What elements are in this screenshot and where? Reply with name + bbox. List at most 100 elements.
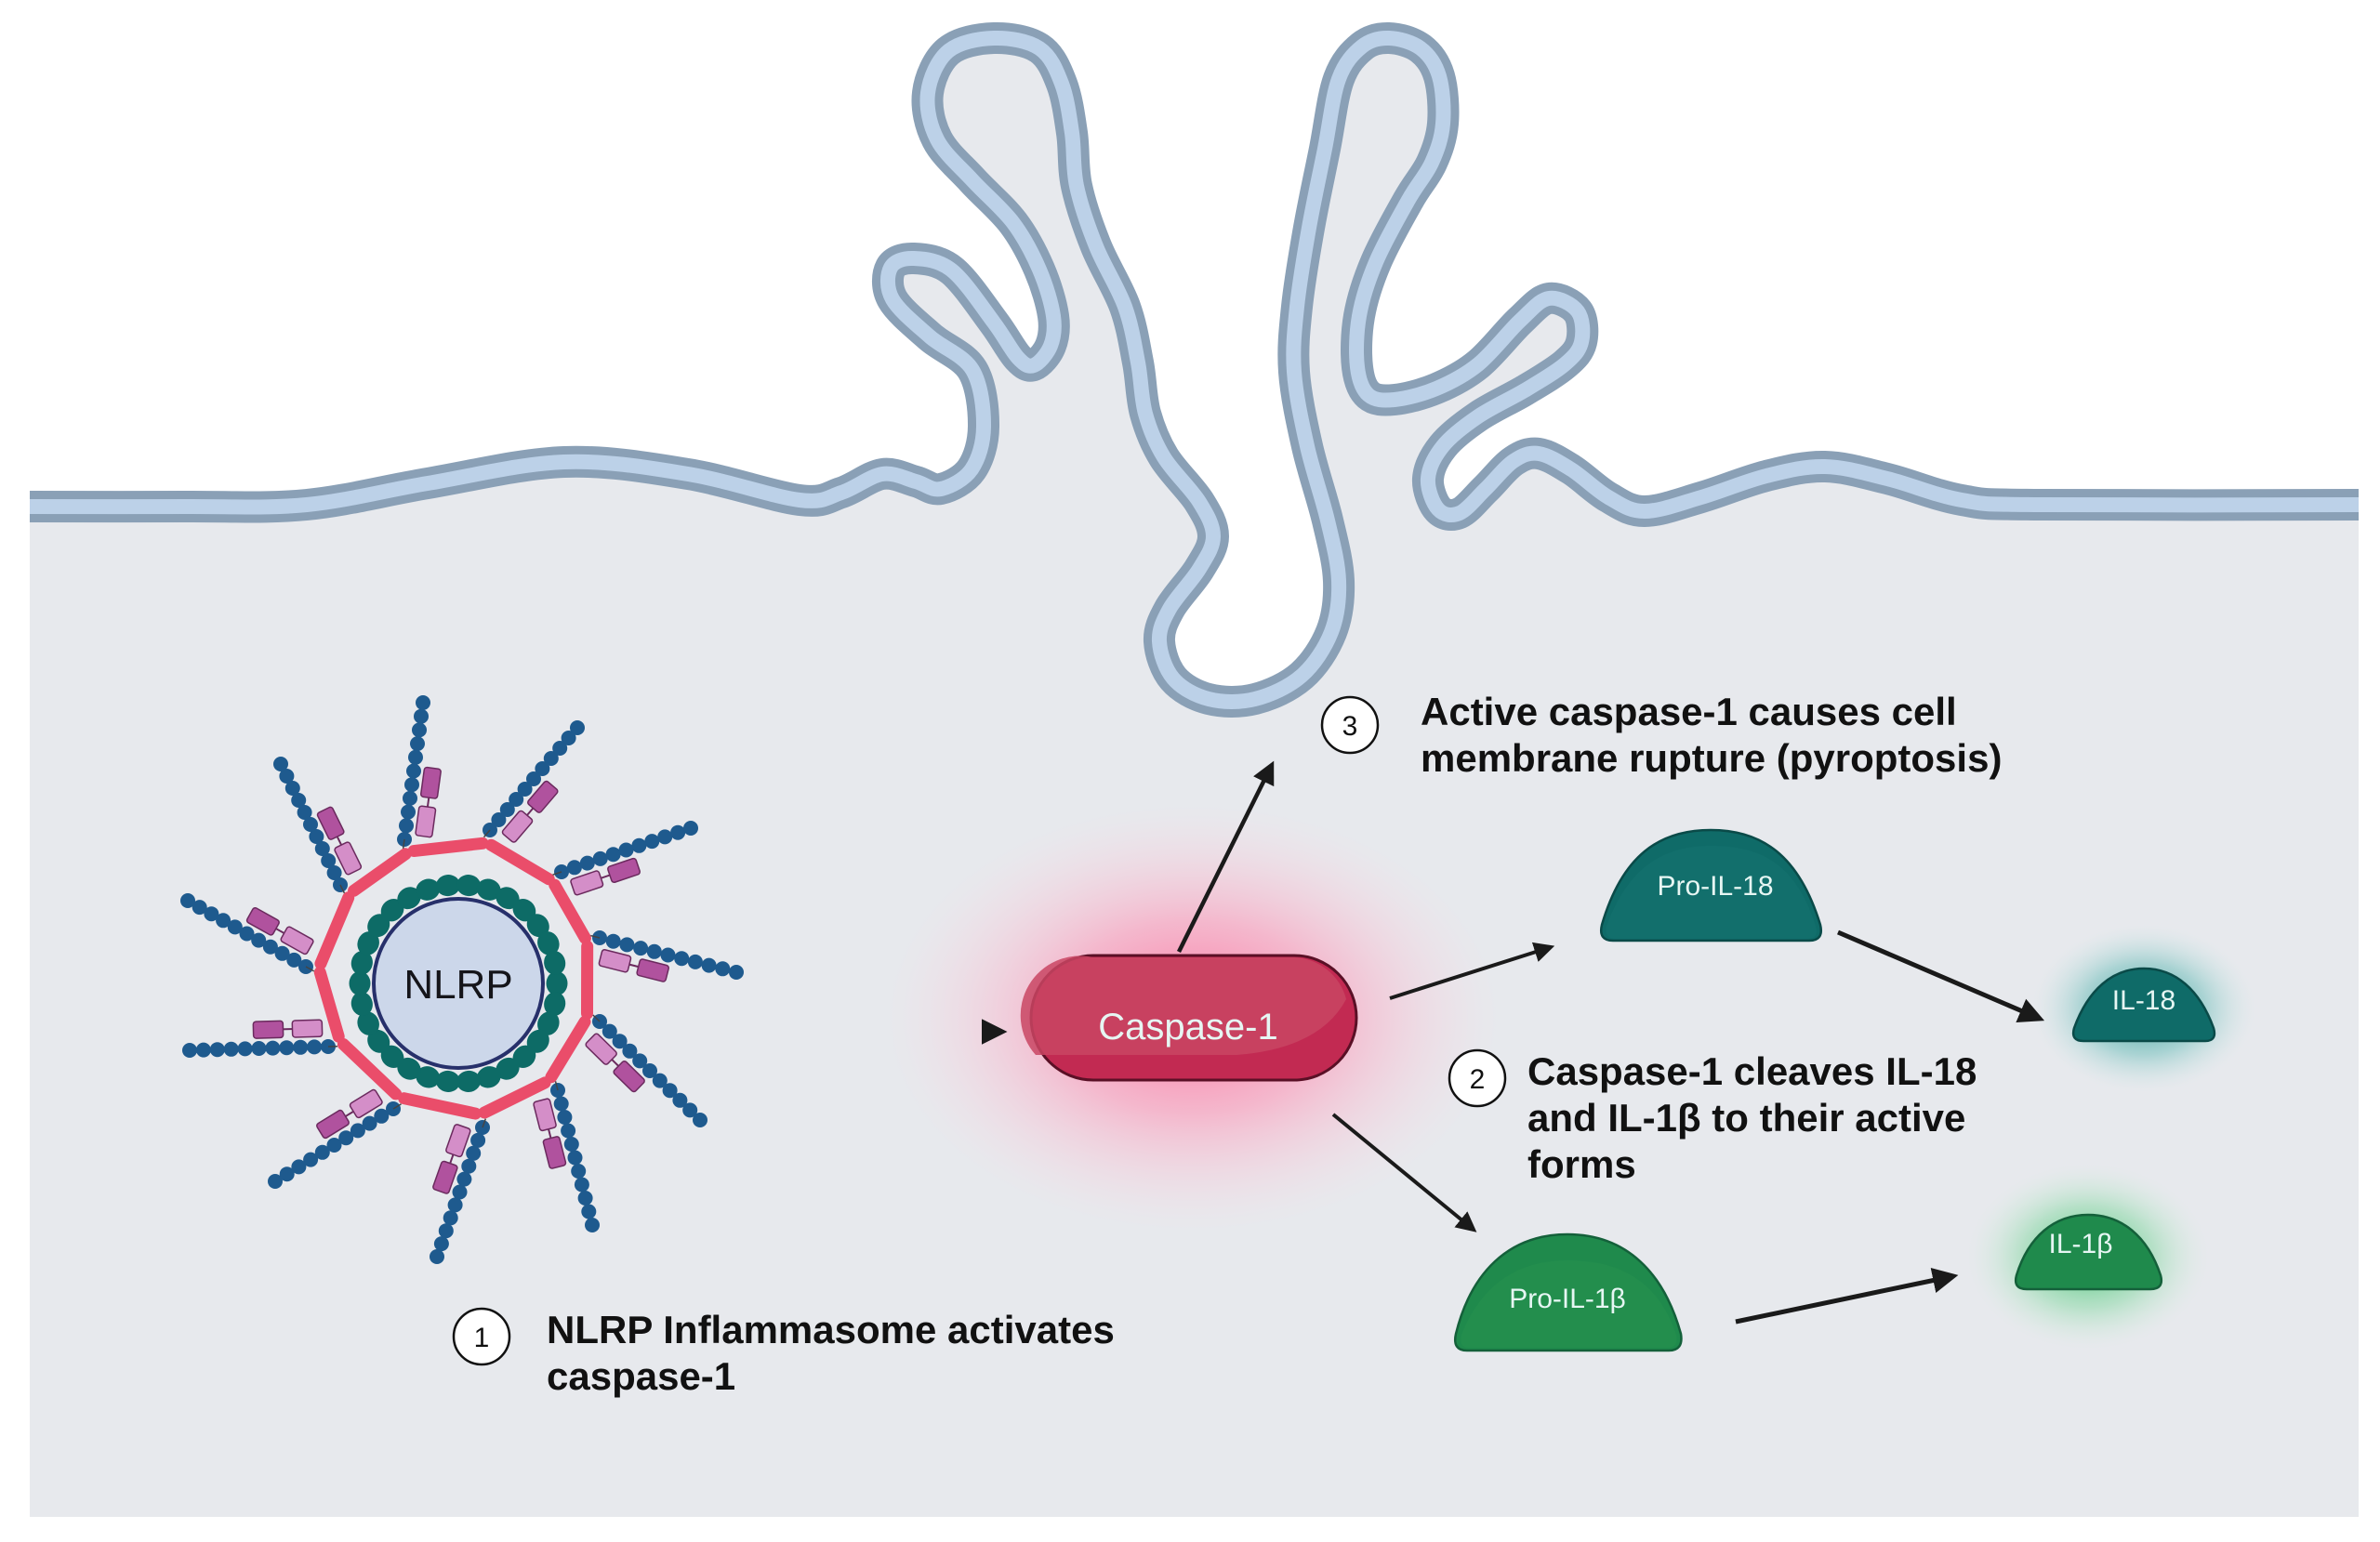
pyd-domain	[570, 870, 604, 896]
chain-bead	[557, 1110, 573, 1125]
pyd-domain	[501, 810, 534, 843]
asc-bead	[476, 1066, 501, 1088]
step-2-line-2: and IL-1β to their active	[1527, 1096, 1965, 1140]
step-3-badge	[1320, 695, 1380, 755]
chain-linker	[552, 871, 562, 876]
chain-bead	[291, 793, 307, 808]
chain-bead	[535, 761, 550, 776]
chain-bead	[414, 708, 429, 724]
nlrp-bar	[545, 1015, 591, 1084]
chain-bead	[326, 865, 342, 880]
chain-bead	[362, 1115, 377, 1131]
asc-bead	[496, 1057, 520, 1080]
chain-bead	[561, 1123, 576, 1139]
asc-bead	[416, 878, 441, 901]
step-2-line-1: Caspase-1 cleaves IL-18	[1527, 1049, 1977, 1093]
il1b-label: IL-1β	[2049, 1229, 2113, 1259]
asc-bead	[456, 1070, 482, 1092]
chain-bead	[237, 1041, 253, 1057]
asc-bead	[380, 899, 404, 922]
chain-bead	[404, 777, 419, 793]
chain-bead	[251, 1041, 267, 1056]
chain-bead	[251, 932, 267, 948]
chain-bead	[350, 1123, 365, 1139]
card-domain	[245, 906, 280, 936]
asc-bead	[397, 1057, 421, 1080]
chain-bead	[338, 1130, 354, 1146]
chain-bead	[543, 751, 559, 766]
chain-bead	[314, 1144, 330, 1160]
card-domain	[432, 1160, 458, 1194]
chain-bead	[410, 736, 425, 752]
asc-bead	[350, 951, 373, 975]
chain-bead	[209, 1042, 225, 1058]
asc-bead	[357, 1011, 379, 1035]
chain-bead	[286, 952, 302, 968]
chain-linker	[305, 966, 315, 972]
pyd-domain	[291, 1019, 324, 1038]
chain-bead	[412, 722, 427, 738]
chain-bead	[204, 906, 219, 922]
asc-bead	[526, 914, 549, 938]
chain-bead	[461, 1158, 477, 1174]
chain-bead	[693, 1113, 707, 1127]
chain-bead	[321, 853, 337, 868]
chain-bead	[670, 824, 686, 840]
step-1: 1 NLRP Inflammasome activates caspase-1	[452, 1307, 1115, 1398]
chain-bead	[674, 951, 690, 967]
card-domain	[613, 1060, 645, 1093]
chain-bead	[566, 860, 582, 876]
chain-bead	[433, 1236, 449, 1252]
chain-bead	[517, 782, 533, 797]
card-domain	[252, 1020, 284, 1039]
chain-bead	[182, 1043, 197, 1058]
step-2: 2 Caspase-1 cleaves IL-18 and IL-1β to t…	[1448, 1048, 1977, 1186]
step-3-line-2: membrane rupture (pyroptosis)	[1421, 736, 2002, 780]
step-2-line-3: forms	[1527, 1142, 1636, 1186]
chain-bead	[592, 850, 608, 866]
chain-bead	[644, 834, 660, 850]
nlrp-bar	[478, 1076, 551, 1119]
nlrp-bar	[407, 837, 489, 858]
chain-bead	[652, 1073, 668, 1088]
chain-bead	[408, 749, 423, 765]
asc-bead	[367, 1029, 390, 1053]
chain-bead	[618, 842, 634, 858]
nlrp-bar	[398, 1092, 482, 1120]
chain-bead	[687, 954, 703, 969]
il18-label: IL-18	[2112, 985, 2175, 1016]
cell-membrane-core	[29, 30, 2360, 709]
chain-bead	[561, 731, 576, 745]
caspase-highlight	[1020, 956, 1346, 1055]
pyd-domain	[585, 1033, 617, 1065]
il18-dome	[2071, 967, 2216, 1043]
chain-bead	[309, 829, 324, 844]
step-1-line-2: caspase-1	[547, 1354, 735, 1398]
chain-bead	[279, 1040, 295, 1056]
card-domain	[419, 766, 442, 799]
asc-bead	[544, 951, 566, 975]
card-domain	[636, 958, 670, 982]
pyd-domain	[334, 841, 363, 876]
arrow-caspase-to-pro-il18	[1389, 942, 1555, 1000]
chain-bead	[307, 1039, 323, 1055]
card-domain	[316, 806, 345, 840]
chain-bead	[399, 818, 414, 834]
chain-bead	[729, 965, 744, 980]
chain-bead	[297, 805, 312, 820]
chain-bead	[279, 1166, 295, 1182]
pyd-domain	[533, 1098, 557, 1132]
chain-linker	[592, 1014, 601, 1022]
chain-linker	[402, 838, 405, 850]
asc-bead	[349, 971, 371, 995]
chain-bead	[571, 1164, 587, 1179]
chain-bead	[403, 790, 417, 806]
nlrp-bar	[313, 966, 345, 1043]
chain-bead	[701, 957, 717, 973]
chain-bead	[657, 829, 673, 845]
chain-linker	[483, 829, 491, 838]
il1b: IL-1β	[2014, 1213, 2163, 1291]
chain-bead	[291, 1159, 307, 1175]
step-3-line-1: Active caspase-1 causes cell	[1421, 690, 1957, 733]
step-1-badge	[452, 1307, 511, 1366]
